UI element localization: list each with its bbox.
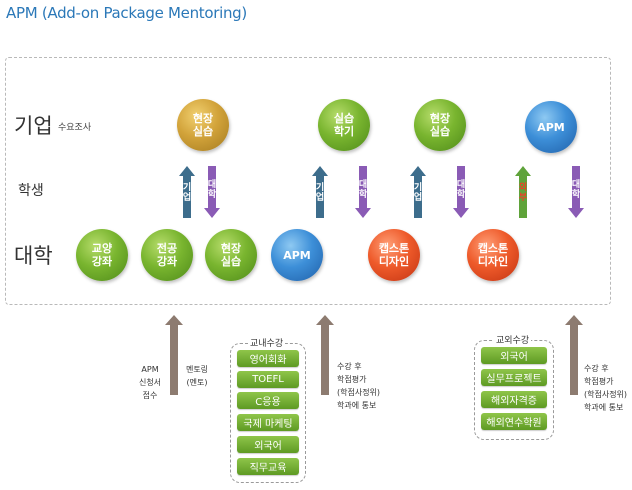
internal-course-item: 직무교육 bbox=[237, 458, 299, 475]
arrow-down-univ-3 bbox=[453, 166, 469, 218]
arrow-label-univ-2: 대 학 bbox=[358, 180, 368, 200]
circle-univ-liberal: 교양 강좌 bbox=[76, 229, 128, 281]
internal-course-title: 교내수강 bbox=[248, 336, 286, 349]
arrow-up-company-2 bbox=[312, 166, 328, 218]
arrow-down-univ-4 bbox=[568, 166, 584, 218]
arrow-down-univ-1 bbox=[204, 166, 220, 218]
note-apm-apply: APM 신청서 접수 bbox=[138, 365, 162, 400]
circle-company-field-practice: 현장 실습 bbox=[177, 99, 229, 151]
note-internal-grading: 수강 후 학점평가 (학점사정위) 학과에 통보 bbox=[337, 362, 381, 410]
arrow-label-company-2: 기 업 bbox=[315, 183, 325, 203]
arrow-down-univ-2 bbox=[355, 166, 371, 218]
circle-univ-major: 전공 강좌 bbox=[141, 229, 193, 281]
external-course-title: 교외수강 bbox=[494, 333, 532, 346]
arrow-label-univ-3: 대 학 bbox=[456, 180, 466, 200]
internal-course-item: 외국어 bbox=[237, 436, 299, 453]
internal-course-item: 영어회화 bbox=[237, 350, 299, 367]
circle-univ-field-practice: 현장 실습 bbox=[205, 229, 257, 281]
external-course-item: 실무프로젝트 bbox=[481, 369, 547, 386]
row-label-company-sub: 수요조사 bbox=[58, 123, 92, 133]
note-external-grading: 수강 후 학점평가 (학점사정위) 학과에 통보 bbox=[584, 364, 628, 412]
internal-course-item: TOEFL bbox=[237, 371, 299, 388]
internal-course-item: 국제 마케팅 bbox=[237, 414, 299, 431]
arrow-label-company-3: 기 업 bbox=[413, 183, 423, 203]
arrow-label-univ-1: 대 학 bbox=[207, 180, 217, 200]
circle-univ-capstone-1: 캡스톤 디자인 bbox=[368, 229, 420, 281]
arrow-up-internal bbox=[316, 315, 334, 395]
row-label-university: 대학 bbox=[14, 244, 53, 268]
arrow-up-apm-apply bbox=[165, 315, 183, 395]
flow-frame bbox=[5, 57, 611, 305]
external-course-item: 해외연수학원 bbox=[481, 413, 547, 430]
row-label-company: 기업 bbox=[14, 114, 53, 138]
note-mentoring: 멘토링 (멘토) bbox=[185, 365, 209, 387]
row-label-student: 학생 bbox=[18, 183, 44, 199]
internal-course-item: C응용 bbox=[237, 392, 299, 409]
arrow-label-external: 외 부 bbox=[518, 183, 528, 203]
circle-company-practice-semester: 실습 학기 bbox=[318, 99, 370, 151]
arrow-label-company-1: 기 업 bbox=[182, 183, 192, 203]
arrow-label-univ-4: 대 학 bbox=[571, 180, 581, 200]
arrow-up-company-3 bbox=[410, 166, 426, 218]
circle-univ-capstone-2: 캡스톤 디자인 bbox=[467, 229, 519, 281]
external-course-item: 외국어 bbox=[481, 347, 547, 364]
page-title: APM (Add-on Package Mentoring) bbox=[6, 4, 247, 22]
arrow-up-external-course bbox=[565, 315, 583, 395]
circle-company-field-practice-2: 현장 실습 bbox=[414, 99, 466, 151]
arrow-up-external bbox=[515, 166, 531, 218]
circle-company-apm: APM bbox=[525, 101, 577, 153]
external-course-item: 해외자격증 bbox=[481, 391, 547, 408]
circle-univ-apm: APM bbox=[271, 229, 323, 281]
arrow-up-company-1 bbox=[179, 166, 195, 218]
